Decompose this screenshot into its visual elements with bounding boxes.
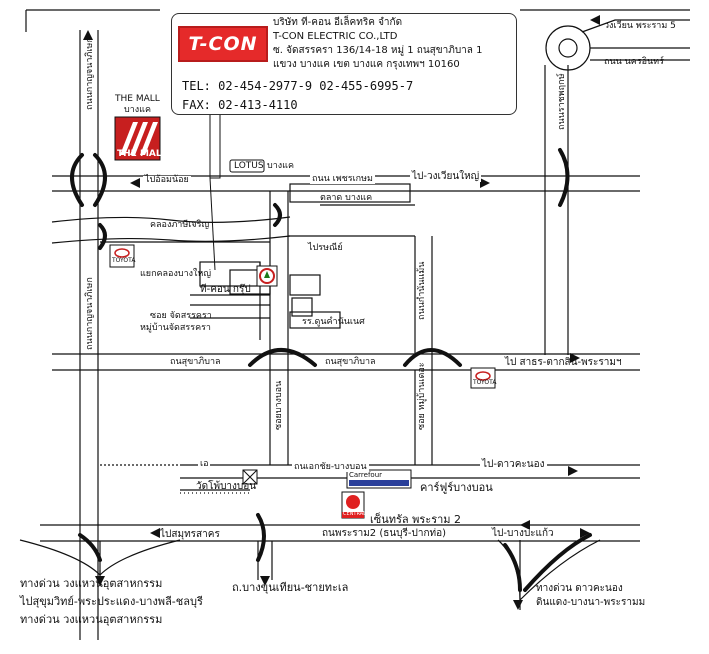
central-label: เซ็นทรัล พระราม 2 — [370, 513, 462, 526]
company-phone: TEL: 02-454-2977-9 02-455-6995-7 — [182, 79, 414, 93]
to-bang-pakaew-label: ไป-บางปะแก้ว — [490, 528, 556, 539]
lotus-thai-label: บางแค — [267, 161, 294, 171]
tcon-building-label: ที-คอน กรุ๊ป — [200, 284, 251, 295]
market-label: ตลาด บางแค — [320, 193, 373, 203]
frame-line — [25, 9, 690, 32]
toyota-logo-left — [109, 244, 135, 268]
to-sukhumvit-label: ไปสุขุมวิทย์-พระประแดง-บางพลี-ชลบุรี — [20, 595, 203, 608]
ratchaphruek-label: ถนนราชพฤกษ์ — [557, 73, 567, 130]
to-sathorn-label: ไป สาธร-ตากสิน-พระรามฯ — [505, 357, 622, 368]
ratchaphruek-road — [544, 65, 569, 355]
soi-chet-label: ซอย หมู่บ้านเดอะ — [417, 362, 427, 430]
company-name-thai: บริษัท ที-คอน อีเล็คทริค จำกัด — [273, 17, 403, 28]
central-logo-text: CENTRAL — [343, 511, 366, 517]
sukhaphiban-road — [52, 353, 640, 371]
ekachai-road-label: ถนเอกชัย-บางบอน — [292, 462, 369, 472]
school-label: รร.ดูนคำนันเนศ — [302, 317, 365, 327]
company-logo: T-CON — [178, 26, 268, 62]
company-address-2: แขวง บางแค เขต บางแค กรุงเทพฯ 10160 — [273, 59, 460, 70]
expressway-dao-khanong-label: ทางด่วน ดาวคะนอง — [536, 583, 623, 594]
post-office-label: ไปรษณีย์ — [308, 243, 343, 253]
industrial-ring-label: ทางด่วน วงแหวนอุตสาหกรรม — [20, 577, 163, 590]
bang-bon-road-label: ซอยบางบอน — [274, 380, 284, 430]
canal-label: คลองภาษีเจริญ — [150, 220, 210, 230]
central-logo — [341, 491, 365, 519]
klong-bang-yai-label: แยกคลองบางใหญ่ — [140, 269, 212, 279]
toyota-label-right: TOYOTA — [473, 379, 497, 386]
kanchanaphisek-label: ถนนกาญจนาภิเษก — [85, 277, 95, 350]
village-label-2: หมู่บ้านจัดสรรครา — [140, 323, 211, 333]
to-wongwian-yai-label: ไป-วงเวียนใหญ่ — [410, 171, 482, 182]
village-label-1: ซอย จัดสรรครา — [150, 311, 212, 321]
kamnan-maen-label: ถนนกำนันแม้น — [417, 261, 427, 320]
company-name-english: T-CON ELECTRIC CO.,LTD — [273, 31, 398, 42]
toyota-logo-right — [470, 367, 496, 389]
lotus-box — [229, 159, 265, 173]
the-mall-label: THE MALL — [115, 94, 160, 104]
sukhaphiban-label-2: ถนสุขาภิบาล — [325, 357, 376, 367]
canal — [51, 216, 291, 244]
phetkasem-label: ถนน เพชรเกษม — [310, 174, 375, 184]
company-fax: FAX: 02-413-4110 — [182, 98, 298, 112]
industrial-ring-label-2: ทางด่วน วงแหวนอุตสาหกรรม — [20, 613, 163, 626]
carrefour-thai-label: คาร์ฟูร์บางบอน — [420, 481, 493, 494]
the-mall-thai-label: บางแค — [124, 105, 151, 115]
kanchanaphisek-top-label: ถนนกาญจนาภิเษก — [85, 37, 95, 110]
temple-label: วัดโพ้บางบอน — [196, 481, 257, 492]
company-address-1: ซ. จัดสรรครา 136/14-18 หมู่ 1 ถนสุขาภิบา… — [273, 45, 483, 56]
to-samut-sakhon-label: ไปสมุทรสาคร — [160, 529, 220, 540]
carrefour-label: Carrefour — [349, 471, 383, 479]
expressway-din-daeng-label: ดินแดง-บางนา-พระรามม — [536, 597, 646, 608]
nakhon-in-label: ถนน นครอินทร์ — [604, 57, 664, 67]
bang-bon-road — [269, 191, 289, 465]
ekachai-side-label: เอ — [198, 459, 211, 469]
rama2-road — [40, 524, 640, 542]
kanchanaphisek-road — [79, 30, 99, 640]
lotus-label: LOTUS — [234, 161, 264, 171]
to-om-noi-label: ไปอ้อมน้อย — [143, 175, 191, 185]
sukhaphiban-label-1: ถนสุขาภิบาล — [170, 357, 221, 367]
bang-khun-thian-label: ถ.บางขุนเทียน-ชายทะเล — [232, 581, 349, 594]
rama2-road-label: ถนพระราม2 (ธนบุรี-ปากท่อ) — [320, 528, 449, 539]
to-dao-khanong-label: ไป-ดาวคะนอง — [480, 459, 547, 470]
wongwian-rama5-label: วงเวียน พระราม 5 — [604, 21, 676, 31]
the-mall-logo-text: THE MALL — [117, 149, 168, 159]
toyota-label-left: TOYOTA — [112, 257, 136, 264]
